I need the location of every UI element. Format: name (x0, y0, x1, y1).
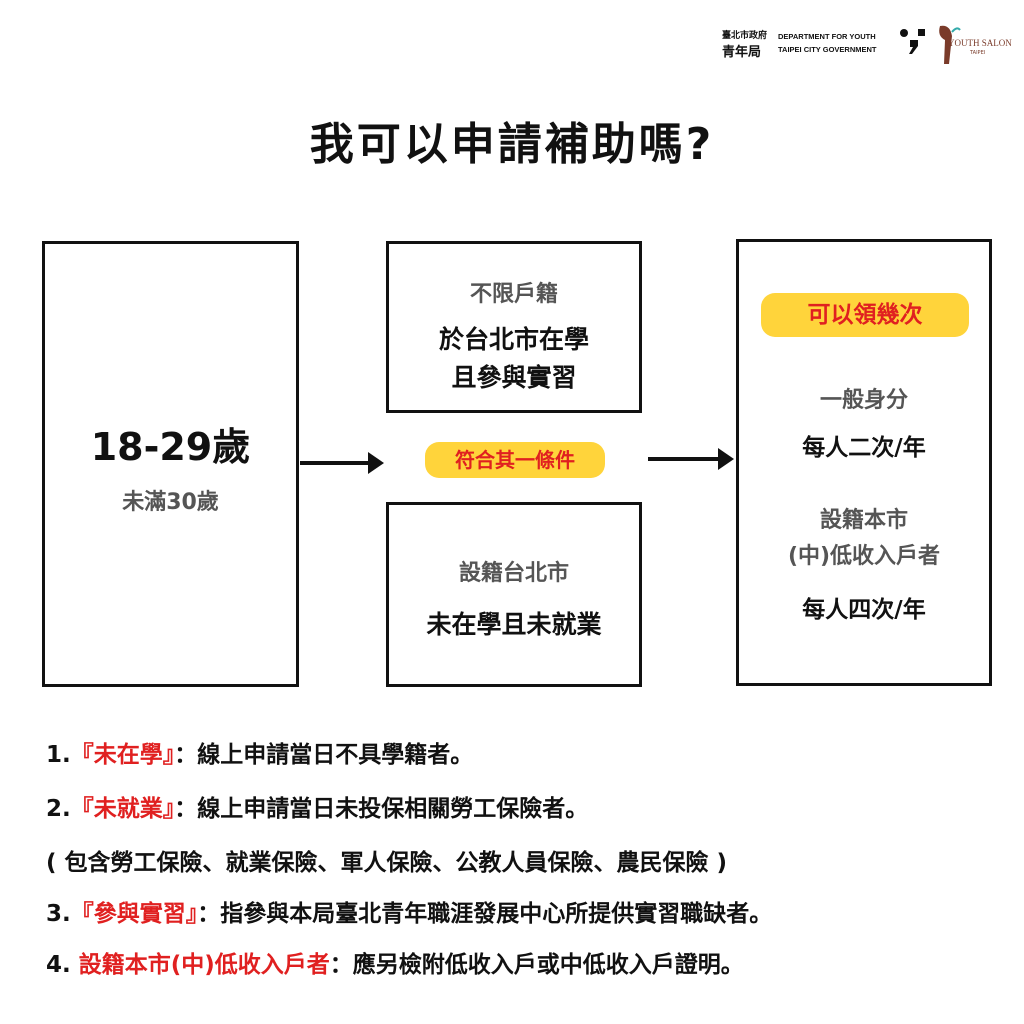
condition-a-line1: 於台北市在學 (438, 325, 589, 354)
note-term: 『參與實習』 (70, 901, 198, 927)
arrow-right-icon (648, 448, 734, 470)
low-income-label-2: (中)低收入戶者 (787, 544, 941, 569)
logo-mark-icon (898, 26, 928, 60)
note-2: 2.『未就業』：線上申請當日未投保相關勞工保險者。 (46, 789, 588, 823)
connector-badge: 符合其一條件 (425, 442, 605, 478)
logo-org-zh: 青年局 (722, 45, 762, 60)
note-4: 4. 設籍本市(中)低收入戶者：應另檢附低收入戶或中低收入戶證明。 (46, 945, 744, 979)
note-2-detail: ( 包含勞工保險、就業保險、軍人保險、公教人員保險、農民保險 ) (46, 843, 727, 877)
age-box: 18-29歲 未滿30歲 (42, 241, 299, 687)
general-label: 一般身分 (819, 388, 908, 413)
condition-b-box: 設籍台北市 未在學且未就業 (386, 502, 642, 687)
note-prefix: 3. (46, 901, 71, 927)
note-1: 1.『未在學』：線上申請當日不具學籍者。 (46, 735, 473, 769)
condition-b-line1: 未在學且未就業 (426, 610, 602, 639)
result-box: 可以領幾次 一般身分 每人二次/年 設籍本市 (中)低收入戶者 每人四次/年 (736, 239, 992, 686)
arrow-right-icon (300, 452, 384, 474)
note-prefix: 4. (46, 952, 79, 978)
note-term: 『未就業』 (70, 796, 175, 822)
logo-youth-salon-text: YOUTH SALON (948, 38, 1012, 48)
logo-org-zh-small: 臺北市政府 (722, 31, 768, 41)
logo-department-for-youth: 臺北市政府 青年局 DEPARTMENT FOR YOUTH TAIPEI CI… (722, 26, 928, 60)
condition-b-label: 設籍台北市 (458, 561, 569, 586)
age-note: 未滿30歲 (122, 490, 219, 515)
note-text: ：線上申請當日不具學籍者。 (174, 742, 474, 768)
note-text: ：指參與本局臺北青年職涯發展中心所提供實習職缺者。 (197, 901, 773, 927)
note-prefix: 2. (46, 796, 71, 822)
low-income-value: 每人四次/年 (802, 597, 926, 623)
note-term: 『未在學』 (70, 742, 175, 768)
low-income-label-1: 設籍本市 (819, 508, 908, 533)
logo-youth-salon-sub: TAIPEI (970, 50, 986, 56)
note-3: 3.『參與實習』：指參與本局臺北青年職涯發展中心所提供實習職缺者。 (46, 894, 772, 928)
note-term: 設籍本市(中)低收入戶者 (78, 952, 330, 978)
note-text: ：線上申請當日未投保相關勞工保險者。 (174, 796, 589, 822)
logo-youth-salon: YOUTH SALON TAIPEI (932, 22, 1012, 67)
note-text: ( 包含勞工保險、就業保險、軍人保險、公教人員保險、農民保險 ) (46, 850, 728, 876)
logo-org-en-2: TAIPEI CITY GOVERNMENT (778, 45, 877, 54)
condition-a-box: 不限戶籍 於台北市在學 且參與實習 (386, 241, 642, 413)
general-value: 每人二次/年 (802, 435, 926, 461)
age-range: 18-29歲 (90, 425, 251, 469)
note-prefix: 1. (46, 742, 71, 768)
condition-a-line2: 且參與實習 (451, 363, 577, 392)
page-title: 我可以申請補助嗎? (309, 119, 715, 170)
result-badge: 可以領幾次 (761, 293, 969, 337)
note-text: ：應另檢附低收入戶或中低收入戶證明。 (329, 952, 744, 978)
logo-org-en-1: DEPARTMENT FOR YOUTH (778, 32, 876, 41)
condition-a-label: 不限戶籍 (469, 282, 558, 307)
